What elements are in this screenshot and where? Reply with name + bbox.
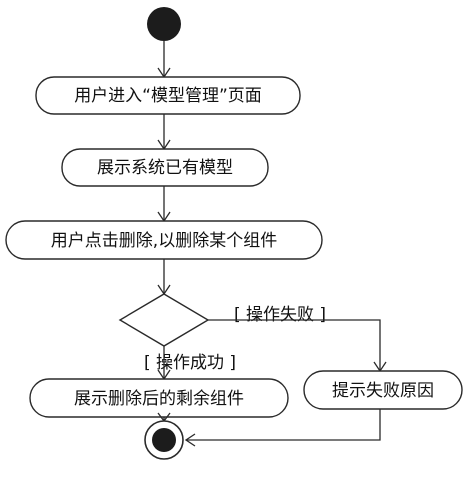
action-enter-model-management-label: 用户进入“模型管理”页面 — [74, 86, 262, 106]
action-show-existing-models-label: 展示系统已有模型 — [97, 158, 233, 178]
edge-show-models-to-click-delete — [157, 186, 171, 223]
action-enter-model-management: 用户进入“模型管理”页面 — [35, 76, 301, 115]
edge-show-failure-to-end — [184, 409, 381, 447]
action-show-remaining: 展示删除后的剩余组件 — [29, 378, 289, 418]
action-show-failure-label: 提示失败原因 — [332, 381, 434, 401]
edge-enter-to-show-models — [157, 114, 171, 151]
guard-success-label: [ 操作成功 ] — [144, 353, 236, 373]
action-show-remaining-label: 展示删除后的剩余组件 — [74, 389, 244, 409]
action-click-delete: 用户点击删除,以删除某个组件 — [5, 220, 323, 260]
action-show-existing-models: 展示系统已有模型 — [61, 148, 269, 187]
edge-click-delete-to-decision — [157, 259, 171, 296]
action-click-delete-label: 用户点击删除,以删除某个组件 — [51, 231, 277, 251]
action-show-failure: 提示失败原因 — [303, 370, 463, 410]
decision-node — [118, 293, 210, 347]
guard-failure-label: [ 操作失败 ] — [234, 305, 326, 325]
initial-node — [147, 7, 181, 41]
edge-start-to-enter — [157, 41, 171, 79]
final-node — [144, 420, 184, 460]
